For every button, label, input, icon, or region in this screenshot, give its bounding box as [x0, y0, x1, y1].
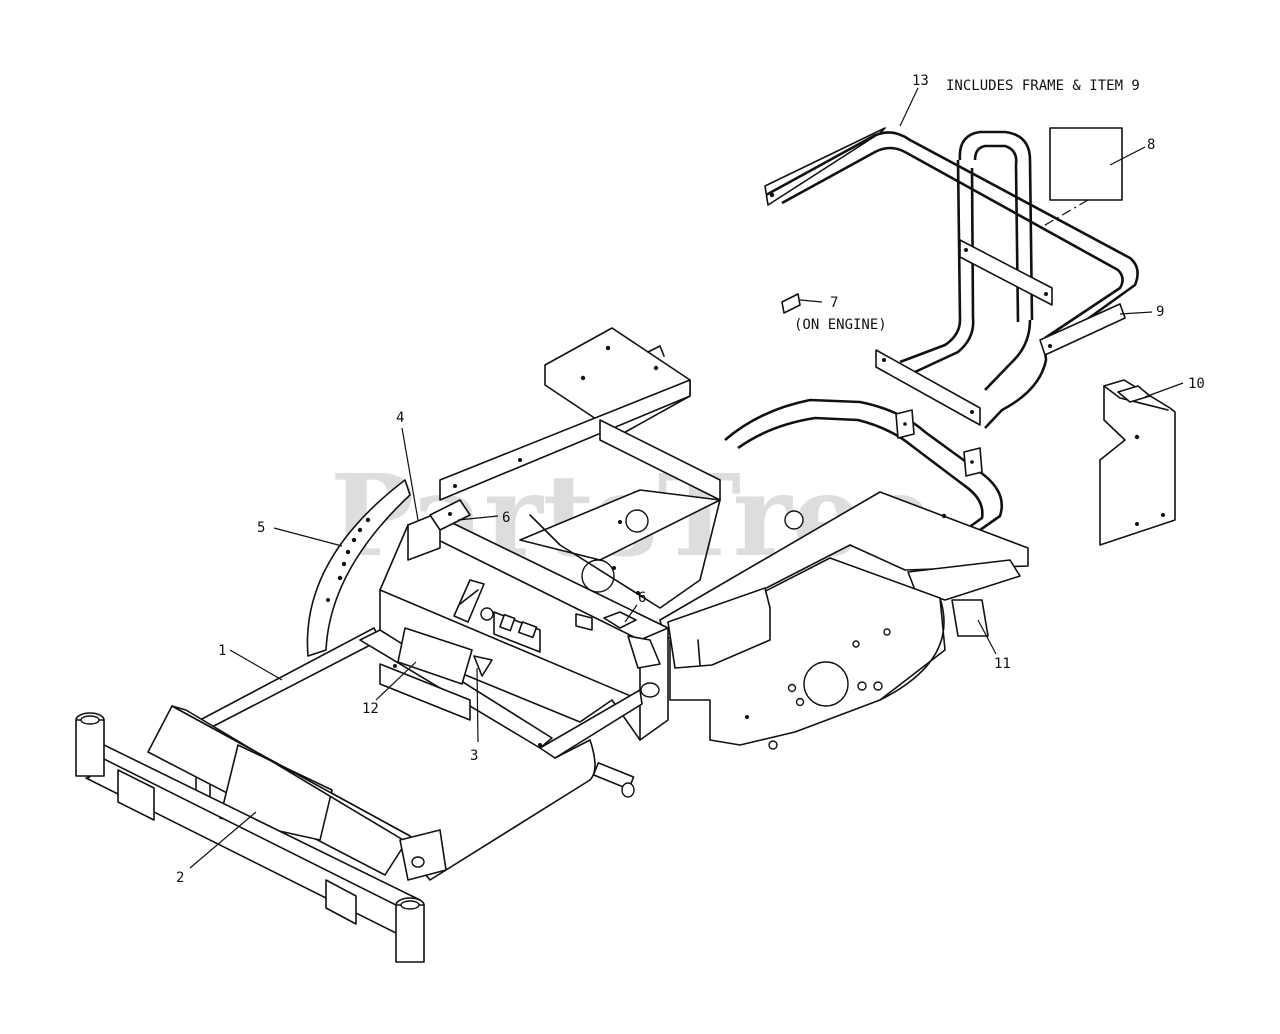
callout-3: 3 — [470, 748, 478, 764]
callout-6a: 6 — [502, 510, 510, 526]
engine-decal-part — [781, 293, 801, 314]
item-8-centerline — [1039, 199, 1089, 229]
callout-8: 8 — [1147, 137, 1155, 153]
callout-12: 12 — [362, 701, 379, 717]
callout-4: 4 — [396, 410, 404, 426]
callout-13: 13 — [912, 73, 929, 89]
callout-5: 5 — [257, 520, 265, 536]
decal-part-11 — [951, 599, 989, 637]
callout-labels: 1 2 3 4 5 6 6 7 (ON ENGINE) 8 9 10 11 12… — [176, 73, 1205, 886]
callout-7-note: (ON ENGINE) — [794, 317, 887, 333]
callout-13-note: INCLUDES FRAME & ITEM 9 — [946, 78, 1140, 94]
callout-1: 1 — [218, 643, 226, 659]
leader-lines — [189, 87, 1184, 869]
callout-9: 9 — [1156, 304, 1164, 320]
callout-2: 2 — [176, 870, 184, 886]
main-chassis — [75, 327, 1029, 963]
callout-7: 7 — [830, 295, 838, 311]
rollover-frame-part — [764, 127, 1139, 429]
callout-6b: 6 — [638, 590, 646, 606]
decal-part-8 — [1049, 127, 1123, 201]
shield-part — [1099, 379, 1176, 546]
callout-10: 10 — [1188, 376, 1205, 392]
callout-11: 11 — [994, 656, 1011, 672]
